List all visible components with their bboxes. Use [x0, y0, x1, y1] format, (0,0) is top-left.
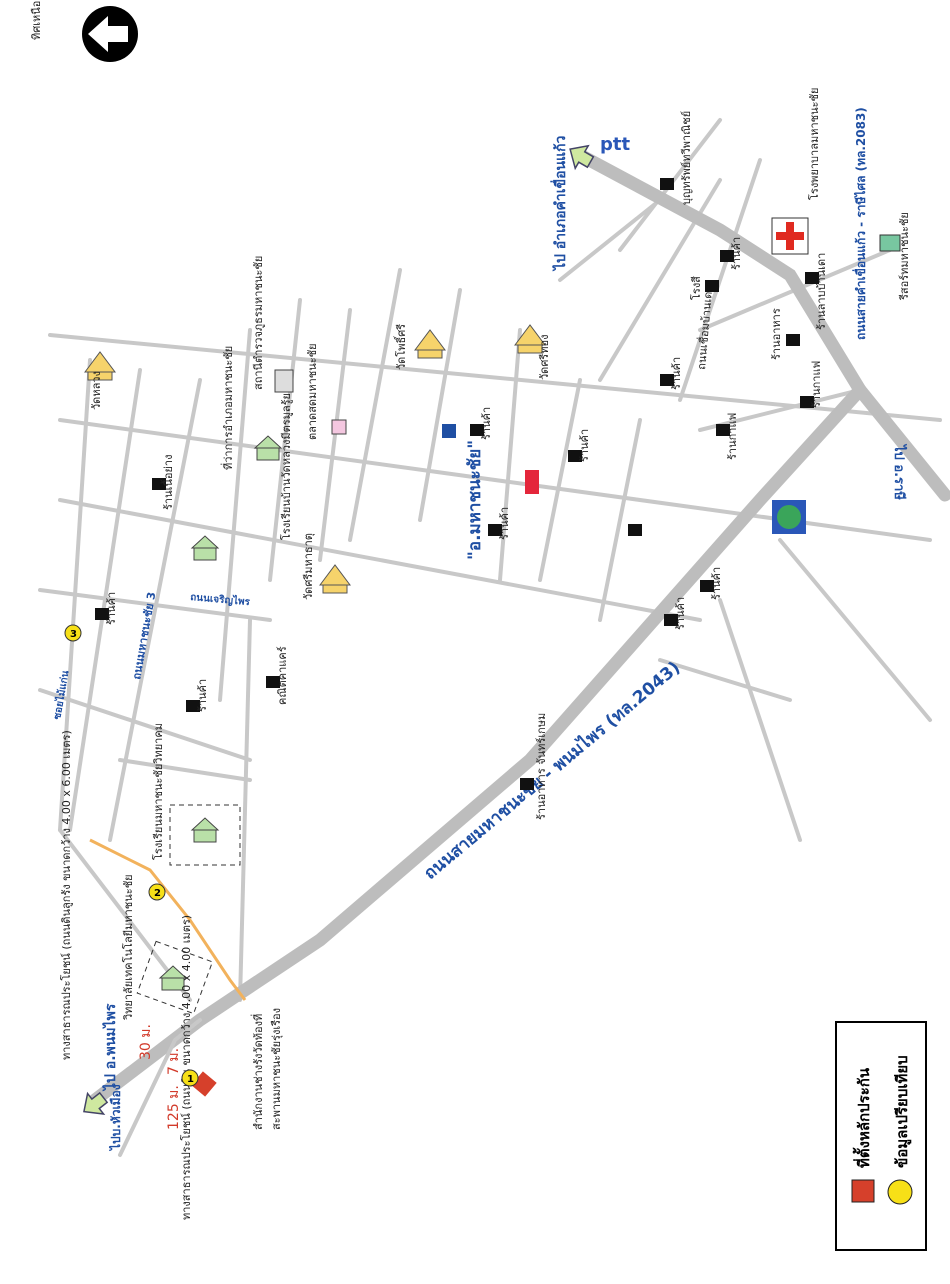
- shop-label: ร้านค้า: [105, 592, 118, 625]
- post-label: ตลาดสดมหาชนะชัย: [306, 343, 319, 440]
- temple-icon: [84, 351, 116, 381]
- public-road-note-1: ทางสาธารณประโยชน์ (ถนนดินลูกรัง ขนาดกว้า…: [59, 730, 73, 1060]
- restaurant-label: ร้านอาหาร จันทร์เกษม: [535, 713, 548, 820]
- school-label-2: โรงเรียนบ้านวัดหลวงมีตรมูลรู้ยม: [279, 386, 293, 540]
- direction-phanom-phrai: ไป อ.พนมไพร: [101, 1003, 119, 1092]
- bridge-label: สะพานมหาชนะชัยรุ่งเรือง: [270, 1008, 283, 1130]
- temple-icon: [319, 564, 351, 594]
- temple-label-2: วัดศรีมหาธาตุ: [302, 533, 315, 600]
- svg-text:1: 1: [187, 1074, 194, 1085]
- road-label-main-south: ถนนสายมหาชนะชัย - พนมไพร (ทล.2043): [420, 657, 685, 884]
- distance-label-1: 30 ม.: [138, 1024, 154, 1060]
- school-label-1: โรงเรียนมหาชนะชัยวิทยาคม: [151, 723, 165, 860]
- temple-label-4: วัดโพธิ์ศรี: [393, 324, 408, 370]
- legend-info-label: ข้อมูลเปรียบเทียบ: [893, 1055, 912, 1168]
- direction-hua-mueang: ไปบ.หัวเมือง: [108, 1084, 123, 1152]
- shop-label: ร้านค้า: [710, 567, 723, 600]
- legend: ที่ตั้งหลักประกัน ข้อมูลเปรียบเทียบ: [835, 1021, 927, 1251]
- legend-pin-swatch: [851, 1179, 875, 1203]
- police-icon: [274, 369, 294, 393]
- road-label-inner-1: ถนนมหาชนะชัย 3: [130, 591, 158, 681]
- shop-label: ร้านค้า: [196, 679, 209, 712]
- public-dirt-road: [89, 838, 247, 1001]
- post-icon: [331, 419, 347, 435]
- cafe-label: ร้านกาแฟ: [726, 413, 739, 460]
- road-label-inner-2: ถนนเจริญไพร: [190, 590, 251, 608]
- shop-label: ร้านค้า: [498, 507, 511, 540]
- north-label: ทิศเหนือ: [30, 1, 43, 40]
- temple-label-3: วัดศรีทอง: [538, 335, 551, 380]
- arrow-north-icon: [569, 144, 595, 171]
- shop-label: คณิตคาแคร์: [276, 646, 289, 705]
- shop-label: ร้านลาบบ้านเดา: [815, 253, 828, 330]
- gas-station-icon: [772, 500, 806, 534]
- shop-label: ร้านค้า: [480, 407, 493, 440]
- minor-roads: [38, 118, 942, 1002]
- comparison-marker-2: 2: [148, 883, 166, 901]
- school-icon: [253, 435, 283, 461]
- legend-pin-label: ที่ตั้งหลักประกัน: [852, 1067, 873, 1168]
- comparison-marker-1: 1: [181, 1069, 199, 1087]
- temple-icon: [414, 329, 446, 359]
- cafe-label: ร้านกาแฟ: [810, 361, 823, 408]
- shop-icons: [95, 178, 819, 790]
- direction-ra-si: ไป อ.ราษี: [891, 443, 908, 500]
- shop-label: ร้านค้า: [670, 357, 683, 390]
- direction-kham-khuean-kaeo: ไป อำเภอคำเขื่อนแก้ว: [550, 135, 569, 272]
- shop-label: ร้านค้า: [730, 237, 743, 270]
- hotel-label: บุญทรัพย์ทวีพาณิชย์: [680, 111, 693, 205]
- hospital-label: โรงพยาบาลมหาชนะชัย: [807, 88, 821, 200]
- gas-label: โรงสี: [689, 276, 703, 300]
- distance-label-2: 125 ม.: [166, 1085, 182, 1130]
- bank-icon: [442, 424, 456, 438]
- north-arrow: [82, 6, 138, 62]
- temple-label-1: วัดหลวง: [90, 371, 103, 410]
- temple-icon: [514, 324, 546, 354]
- shop-label: ร้านค้า: [674, 597, 687, 630]
- school-lot: [169, 804, 241, 866]
- shop-label: ร้านค้า: [578, 429, 591, 462]
- svg-text:3: 3: [70, 629, 77, 640]
- district-office-label: ที่ว่าการอำเภอมหาชนะชัย: [220, 346, 235, 470]
- restaurant-label: ร้านอาหาร: [770, 308, 783, 360]
- resort-icon: [879, 234, 901, 252]
- comparison-marker-3: 3: [64, 624, 82, 642]
- survey-office-label: สำนักงานช่างรังวัดท้องที่: [250, 1014, 265, 1130]
- legend-info-swatch: [887, 1179, 913, 1205]
- public-road-note-2: ทางสาธารณประโยชน์ (ถนนดิน ขนาดกว้าง 4.00…: [179, 915, 193, 1220]
- ptt-logo: ptt: [600, 134, 630, 155]
- shop-label: ร้านเนื้อย่าง: [160, 455, 175, 510]
- main-roads: [88, 148, 950, 1157]
- school-icon: [190, 535, 220, 561]
- school-icon: [158, 965, 188, 991]
- store-7-icon: [525, 470, 539, 494]
- district-label: "อ.มหาชนะชัย": [465, 440, 485, 560]
- school-icon: [190, 817, 220, 843]
- resort-label: รีสอร์ทมหาชนะชัย: [898, 212, 911, 301]
- svg-text:2: 2: [154, 888, 161, 899]
- college-label: วิทยาลัยเทคโนโลยีมหาชนะชัย: [121, 874, 135, 1020]
- distance-label-3: 7 ม.: [166, 1048, 182, 1075]
- arrow-southwest-icon: [83, 1091, 109, 1115]
- college-lot: [136, 940, 214, 1015]
- hospital-icon: [771, 217, 809, 255]
- road-label-main-north: ถนนสายคำเขื่อนแก้ว - ราษีไศล (ทล.2083): [852, 107, 868, 340]
- police-label: สถานีตำรวจภูธรมหาชนะชัย: [252, 256, 265, 390]
